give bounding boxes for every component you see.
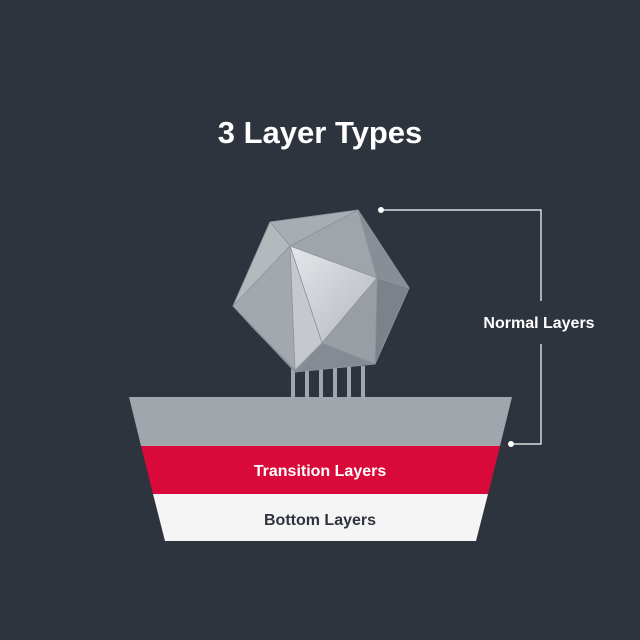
icosahedron-model-icon <box>232 209 410 373</box>
bottom-layers-label: Bottom Layers <box>264 512 376 529</box>
support-pillar <box>291 366 295 398</box>
support-pillar <box>361 366 365 398</box>
bracket-top-dot <box>378 207 384 213</box>
support-pillar <box>319 366 323 398</box>
page-title: 3 Layer Types <box>218 115 422 150</box>
transition-layers-label: Transition Layers <box>254 463 387 480</box>
transition-layer-band <box>141 446 500 494</box>
bracket-bottom-dot <box>508 441 514 447</box>
support-pillar <box>333 366 337 398</box>
support-pillars-icon <box>291 366 365 398</box>
normal-layers-label: Normal Layers <box>483 315 594 332</box>
support-pillar <box>347 366 351 398</box>
support-pillar <box>305 366 309 398</box>
normal-layer-band <box>129 397 512 446</box>
bottom-layer-band <box>153 494 488 541</box>
normal-layers-bracket <box>381 209 542 445</box>
